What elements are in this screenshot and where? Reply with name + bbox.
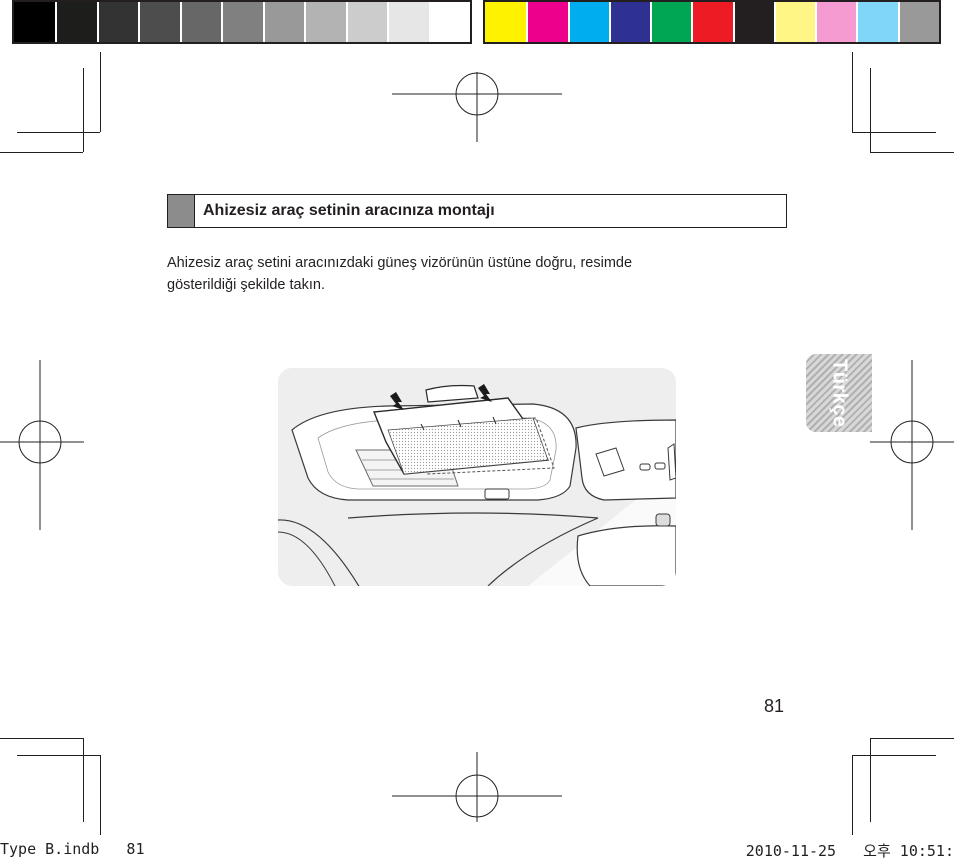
crop-mark [0, 152, 83, 153]
color-swatch [428, 2, 470, 42]
color-swatch [485, 2, 527, 42]
crop-mark [100, 755, 101, 835]
slug-file-info: Type B.indb 81 [0, 840, 145, 858]
crop-mark [17, 755, 100, 756]
color-swatch [608, 2, 651, 42]
process-color-bar [483, 0, 941, 44]
page-number: 81 [764, 696, 785, 716]
registration-mark-left [0, 360, 84, 530]
crop-mark [870, 68, 871, 152]
color-swatch [138, 2, 180, 42]
section-title: Ahizesiz araç setinin aracınıza montajı [203, 202, 495, 219]
crop-mark [100, 52, 101, 132]
color-swatch [387, 2, 429, 42]
color-swatch [897, 2, 939, 42]
crop-mark [870, 738, 871, 822]
crop-mark [852, 755, 853, 835]
crop-mark [83, 738, 84, 822]
crop-mark [870, 152, 954, 153]
color-swatch [55, 2, 97, 42]
color-swatch [773, 2, 816, 42]
section-marker [168, 195, 195, 227]
color-swatch [815, 2, 857, 42]
color-swatch [526, 2, 568, 42]
language-tab-label: Türkçe [828, 358, 851, 428]
color-swatch [221, 2, 263, 42]
instruction-line-2: gösterildiği şekilde takın. [167, 277, 325, 293]
crop-mark [852, 755, 936, 756]
sun-visor-mounting-illustration [278, 368, 676, 586]
registration-mark-right [870, 360, 954, 530]
crop-mark [83, 68, 84, 152]
registration-mark-bottom [392, 752, 562, 822]
instruction-line-1: Ahizesiz araç setini aracınızdaki güneş … [167, 255, 633, 271]
color-swatch [345, 2, 388, 42]
language-tab: Türkçe [806, 354, 872, 432]
color-swatch [179, 2, 222, 42]
color-swatch [650, 2, 692, 42]
color-swatch [732, 2, 774, 42]
color-swatch [304, 2, 346, 42]
color-swatch [691, 2, 733, 42]
grayscale-color-bar [12, 0, 472, 44]
section-header: Ahizesiz araç setinin aracınıza montajı [167, 194, 787, 228]
crop-mark [852, 52, 853, 132]
color-swatch [567, 2, 609, 42]
color-swatch [856, 2, 898, 42]
color-swatch [14, 2, 56, 42]
registration-mark-top [392, 72, 562, 142]
crop-mark [0, 738, 83, 739]
slug-date-info: 2010-11-25 오후 10:51: [745, 842, 954, 860]
color-swatch [96, 2, 139, 42]
crop-mark [870, 738, 954, 739]
color-swatch [262, 2, 305, 42]
instruction-text: Ahizesiz araç setini aracınızdaki güneş … [167, 252, 747, 296]
crop-mark [17, 132, 100, 133]
crop-mark [852, 132, 936, 133]
